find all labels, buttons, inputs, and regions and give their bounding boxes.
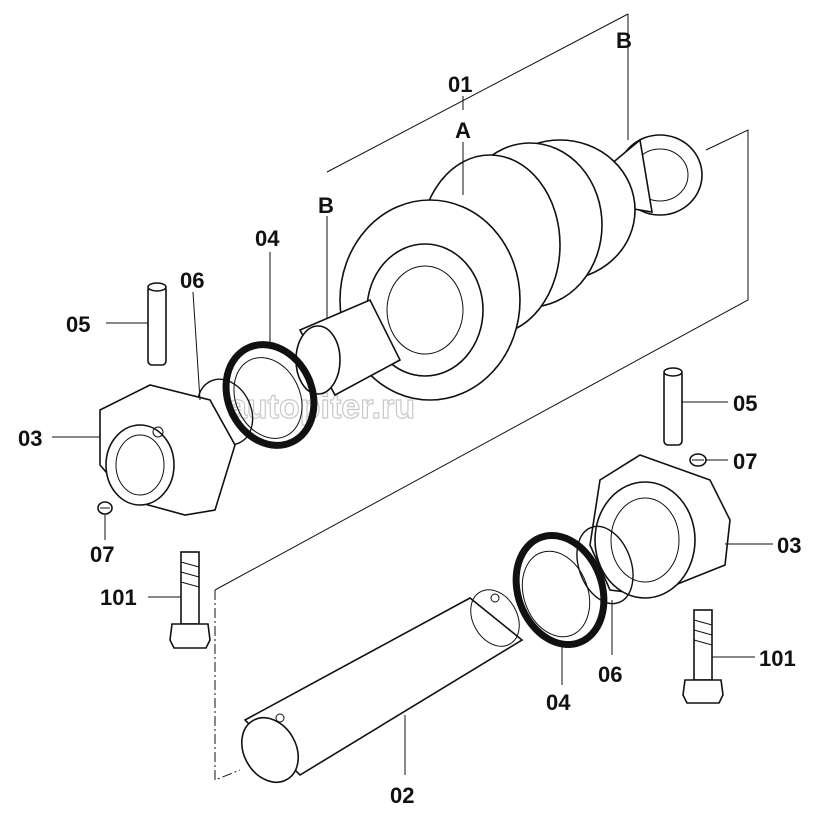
- label-03-left: 03: [18, 426, 42, 451]
- pin-05-left: [147, 282, 167, 366]
- collar-bore-right: [594, 481, 696, 599]
- collar-03-left: [99, 384, 236, 516]
- shaft-end-cap: [240, 717, 300, 783]
- label-07-right: 07: [733, 449, 757, 474]
- label-06-left: 06: [180, 268, 204, 293]
- label-101-right: 101: [759, 646, 796, 671]
- label-03-right: 03: [777, 533, 801, 558]
- set-screw-07-left: [97, 501, 113, 515]
- pin-05-right: [663, 367, 683, 446]
- roller-body-01: [295, 134, 703, 401]
- label-06-right: 06: [598, 662, 622, 687]
- outline-left-frame: [214, 590, 241, 781]
- part-labels: 01 A B B 04 06 05 03 07 101 05 07 03 101…: [18, 28, 801, 808]
- label-05-left: 05: [66, 312, 90, 337]
- label-04-right: 04: [546, 690, 571, 715]
- bolt-101-left: [169, 551, 211, 649]
- label-04-left: 04: [255, 226, 280, 251]
- label-05-right: 05: [733, 391, 757, 416]
- outline-top-left: [326, 13, 629, 173]
- o-ring-06-right: [576, 525, 634, 605]
- seal-04-right: [512, 531, 608, 649]
- outline-right-frame: [214, 129, 749, 591]
- label-101-left: 101: [100, 585, 137, 610]
- label-07-left: 07: [90, 542, 114, 567]
- label-B-left: B: [318, 193, 334, 218]
- bolt-101-right: [682, 609, 724, 704]
- label-01: 01: [448, 72, 472, 97]
- collar-03-right: [589, 454, 731, 599]
- collar-bore-left: [105, 424, 175, 506]
- leader-lines: [52, 52, 773, 775]
- seal-04-left: [222, 341, 318, 449]
- shaft-02: [240, 589, 524, 783]
- label-A: A: [455, 118, 471, 143]
- set-screw-07-right: [689, 453, 707, 467]
- label-B-top: B: [616, 28, 632, 53]
- label-02: 02: [390, 783, 414, 808]
